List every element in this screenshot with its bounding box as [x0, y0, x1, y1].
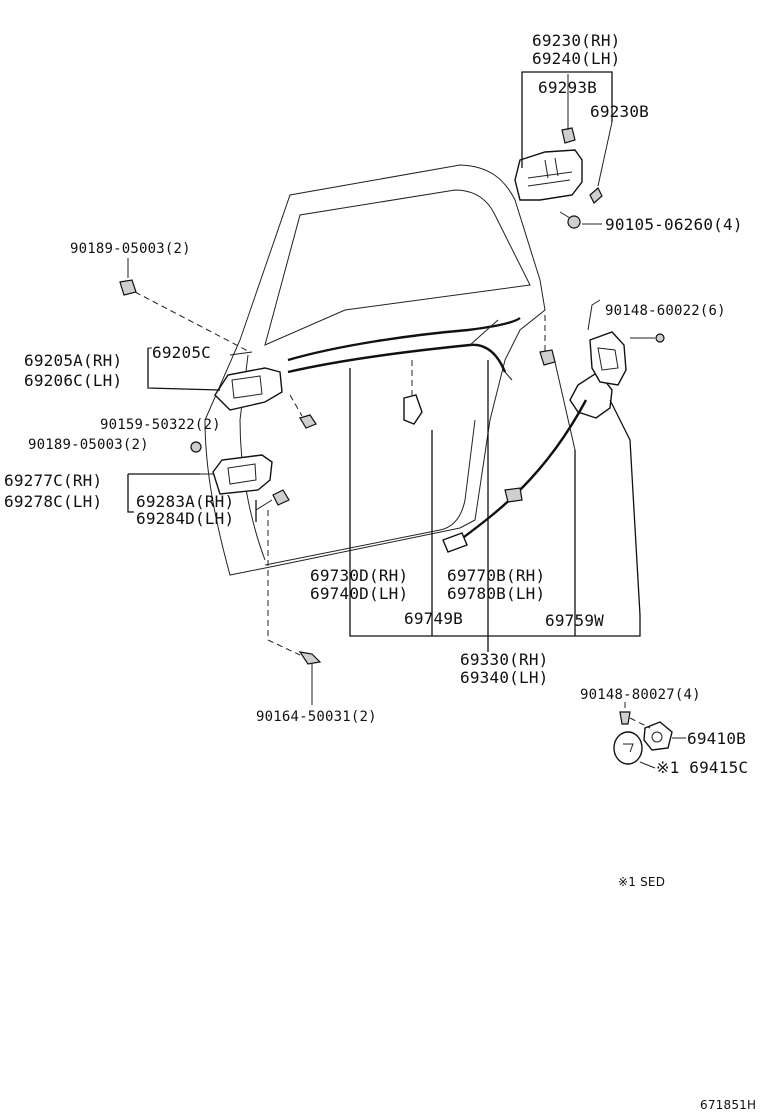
clip-69749b-shape: [403, 394, 423, 425]
leader-69330-group: [349, 368, 641, 637]
screw-90159-shape: [299, 414, 317, 429]
label-69749b: 69749B: [404, 609, 463, 628]
striker-cover-shape: [613, 731, 643, 765]
window-frame: [264, 189, 531, 346]
leader-69230: [521, 71, 613, 168]
label-69278c: 69278C(LH): [4, 492, 103, 511]
clip-69293b-shape: [561, 127, 576, 144]
cable-69730: [287, 343, 507, 374]
striker-shape: [643, 721, 673, 751]
label-69759w: 69759W: [545, 611, 604, 630]
cable-69770: [287, 316, 521, 362]
label-90189a: 90189-05003(2): [70, 241, 191, 257]
label-69277c: 69277C(RH): [4, 471, 103, 490]
label-69205a: 69205A(RH): [24, 351, 123, 370]
connector-shape: [442, 532, 468, 553]
label-90148a: 90148-60022(6): [605, 303, 726, 319]
label-69230: 69230(RH): [532, 31, 621, 50]
drawing-number: 671851H: [700, 1098, 757, 1112]
label-69730d: 69730D(RH): [310, 566, 409, 585]
label-69283a: 69283A(RH): [136, 492, 235, 511]
screw-90164-shape: [298, 651, 322, 665]
clip-90189a-shape: [119, 279, 137, 296]
outside-handle-shape: [514, 149, 583, 201]
label-90105: 90105-06260(4): [605, 215, 743, 234]
label-69293b: 69293B: [538, 78, 597, 97]
label-69205c: 69205C: [152, 343, 211, 362]
label-69284d: 69284D(LH): [136, 509, 235, 528]
bezel-shape: [212, 454, 273, 495]
leader-69277: [127, 473, 200, 513]
label-90164: 90164-50031(2): [256, 709, 377, 725]
label-69770b: 69770B(RH): [447, 566, 546, 585]
clip-90189b-shape: [190, 441, 202, 453]
label-69206c: 69206C(LH): [24, 371, 123, 390]
label-90159: 90159-50322(2): [100, 417, 221, 433]
door-inner-lower: [264, 419, 476, 566]
door-lock-shape: [569, 331, 627, 419]
label-69240: 69240(LH): [532, 49, 621, 68]
lock-rod: [587, 299, 601, 331]
footnote: ※1 SED: [618, 875, 666, 889]
label-69410b: 69410B: [687, 729, 746, 748]
cap-69283a-shape: [272, 489, 290, 506]
screw-90105-shape: [567, 215, 581, 229]
cable-69759w: [459, 399, 588, 541]
label-69740d: 69740D(LH): [310, 584, 409, 603]
door-outline: [204, 164, 546, 576]
label-69340: 69340(LH): [460, 668, 549, 687]
inside-handle-shape: [214, 367, 283, 411]
label-69330: 69330(RH): [460, 650, 549, 669]
label-69415c: ※1 69415C: [656, 758, 749, 777]
label-69780b: 69780B(LH): [447, 584, 546, 603]
label-90189b: 90189-05003(2): [28, 437, 149, 453]
label-90148b: 90148-80027(4): [580, 687, 701, 703]
pin-69230b-shape: [589, 187, 603, 204]
label-69230b: 69230B: [590, 102, 649, 121]
